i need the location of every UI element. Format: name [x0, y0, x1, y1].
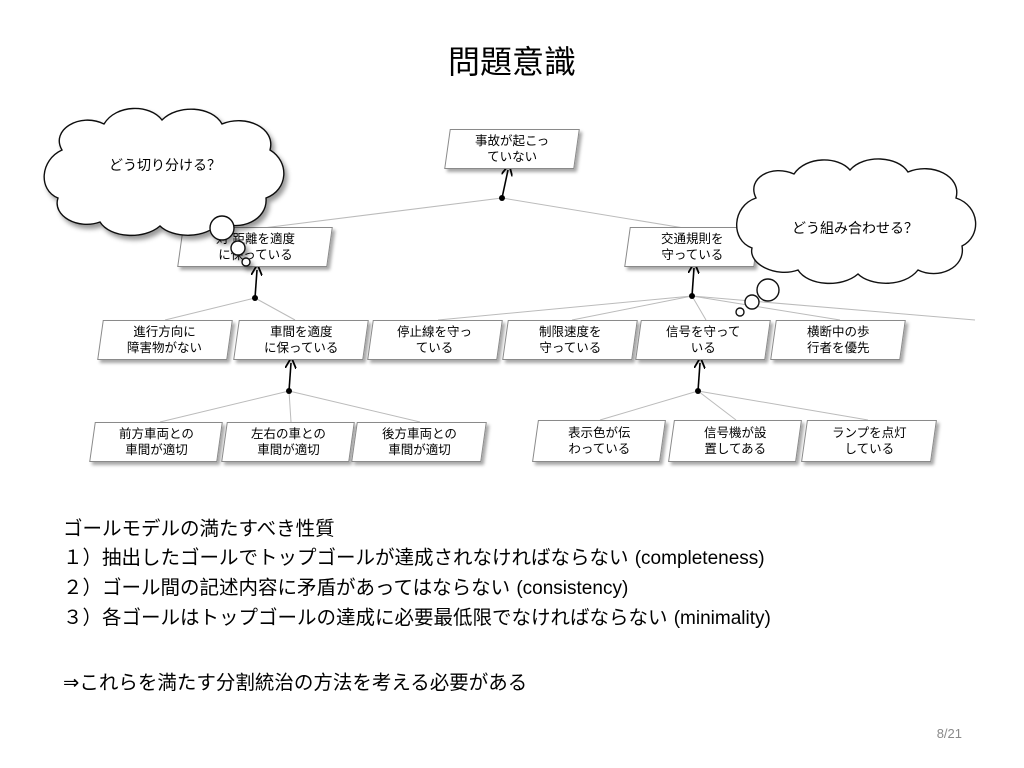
note-item-minimality: ３）各ゴールはトップゴールの達成に必要最低限でなければならない (minimal… [63, 603, 771, 633]
root-refinement [254, 197, 691, 230]
note-item-completeness: １）抽出したゴールでトップゴールが達成されなければならない (completen… [63, 543, 771, 573]
root-junction [499, 195, 505, 201]
left-refinement [164, 297, 296, 321]
conclusion-text: ⇒これらを満たす分割統治の方法を考える必要がある [63, 671, 528, 694]
distance-junction [286, 388, 292, 394]
left-arrow [255, 270, 257, 299]
note-text: ２）ゴール間の記述内容に矛盾があってはならない [63, 576, 511, 599]
signal-arrow [698, 363, 700, 392]
left-junction [252, 295, 258, 301]
right-refinement [437, 295, 976, 321]
note-item-consistency: ２）ゴール間の記述内容に矛盾があってはならない (consistency) [63, 573, 771, 603]
right-junction [689, 293, 695, 299]
right-arrow [692, 268, 694, 297]
slide-title: 問題意識 [447, 43, 576, 81]
right-thought-cloud [735, 158, 977, 317]
left-cloud-text: どう切り分ける？ [109, 158, 221, 174]
root-arrow [501, 170, 508, 199]
signal-junction [695, 388, 701, 394]
left-thought-cloud [43, 107, 285, 267]
note-term: (minimality) [673, 608, 771, 629]
right-cloud-text: どう組み合わせる？ [792, 221, 918, 237]
note-term: (completeness) [634, 548, 765, 569]
page-number: 8/21 [936, 726, 962, 741]
note-text: ３）各ゴールはトップゴールの達成に必要最低限でなければならない [63, 606, 668, 629]
notes-heading: ゴールモデルの満たすべき性質 [63, 517, 335, 540]
distance-refinement [159, 390, 421, 423]
signal-refinement [599, 390, 869, 421]
distance-arrow [289, 363, 291, 392]
note-term: (consistency) [516, 578, 629, 599]
notes-section: ゴールモデルの満たすべき性質 １）抽出したゴールでトップゴールが達成されなければ… [63, 514, 771, 633]
note-text: １）抽出したゴールでトップゴールが達成されなければならない [63, 546, 629, 569]
